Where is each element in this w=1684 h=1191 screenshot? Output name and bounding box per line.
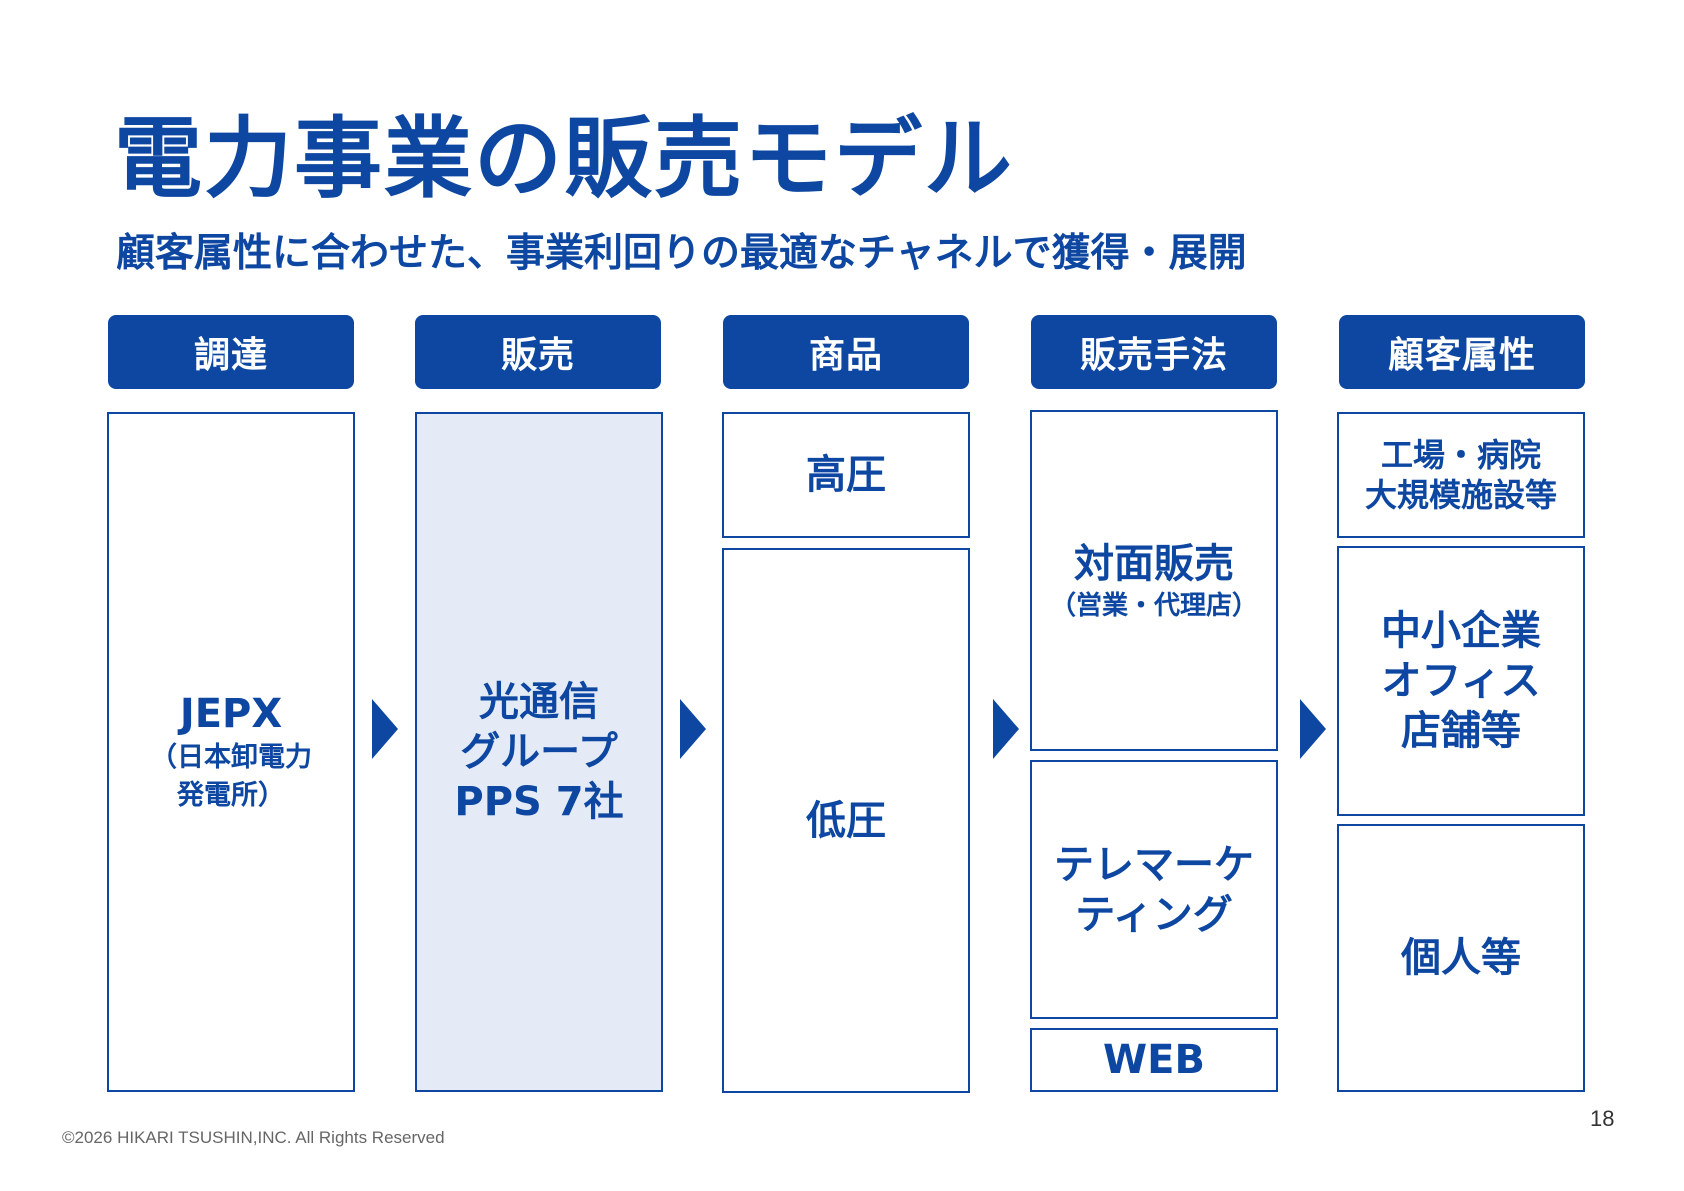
customer-sme-line-1: 中小企業 <box>1381 608 1541 654</box>
flow-arrow-icon <box>680 699 706 759</box>
page-title: 電力事業の販売モデル <box>114 107 1015 210</box>
method-web-label: WEB <box>1103 1037 1205 1083</box>
customer-large-facilities-box: 工場・病院 大規模施設等 <box>1337 412 1585 538</box>
product-high-voltage-label: 高圧 <box>806 452 886 498</box>
method-face-to-face-line-2: （営業・代理店） <box>1049 590 1258 621</box>
procurement-line-1: JEPX <box>179 691 283 737</box>
method-face-to-face-box: 対面販売 （営業・代理店） <box>1030 410 1278 751</box>
method-telemarketing-box: テレマーケ ティング <box>1030 760 1278 1019</box>
method-face-to-face-line-1: 対面販売 <box>1074 540 1234 587</box>
customer-sme-box: 中小企業 オフィス 店舗等 <box>1337 546 1585 816</box>
sales-line-1: 光通信 <box>479 679 599 725</box>
customer-large-line-2: 大規模施設等 <box>1364 476 1557 514</box>
product-low-voltage-box: 低圧 <box>722 548 970 1093</box>
customer-sme-line-2: オフィス <box>1381 658 1541 704</box>
product-high-voltage-box: 高圧 <box>722 412 970 538</box>
flow-arrow-icon <box>372 699 398 759</box>
header-procurement: 調達 <box>108 315 354 389</box>
header-sales: 販売 <box>415 315 661 389</box>
header-sales-methods: 販売手法 <box>1031 315 1277 389</box>
procurement-box: JEPX （日本卸電力 発電所） <box>107 412 355 1092</box>
header-customer-attributes: 顧客属性 <box>1339 315 1585 389</box>
sales-line-3: PPS 7社 <box>454 779 624 825</box>
product-low-voltage-label: 低圧 <box>806 797 886 844</box>
page-number: 18 <box>1590 1106 1615 1131</box>
method-web-box: WEB <box>1030 1028 1278 1092</box>
customer-sme-line-3: 店舗等 <box>1401 708 1521 754</box>
sales-box: 光通信 グループ PPS 7社 <box>415 412 663 1092</box>
procurement-line-3: 発電所） <box>177 780 285 811</box>
method-telemarketing-line-1: テレマーケ <box>1054 841 1254 888</box>
flow-arrow-icon <box>993 699 1019 759</box>
header-products: 商品 <box>723 315 969 389</box>
page-subtitle: 顧客属性に合わせた、事業利回りの最適なチャネルで獲得・展開 <box>116 231 1247 276</box>
customer-large-line-1: 工場・病院 <box>1380 436 1541 474</box>
procurement-line-2: （日本卸電力 <box>150 742 312 773</box>
copyright-footer: ©2026 HIKARI TSUSHIN,INC. All Rights Res… <box>62 1128 445 1147</box>
method-telemarketing-line-2: ティング <box>1075 891 1233 938</box>
flow-arrow-icon <box>1300 699 1326 759</box>
sales-line-2: グループ <box>460 729 618 775</box>
customer-individual-box: 個人等 <box>1337 824 1585 1092</box>
customer-individual-label: 個人等 <box>1401 935 1521 981</box>
